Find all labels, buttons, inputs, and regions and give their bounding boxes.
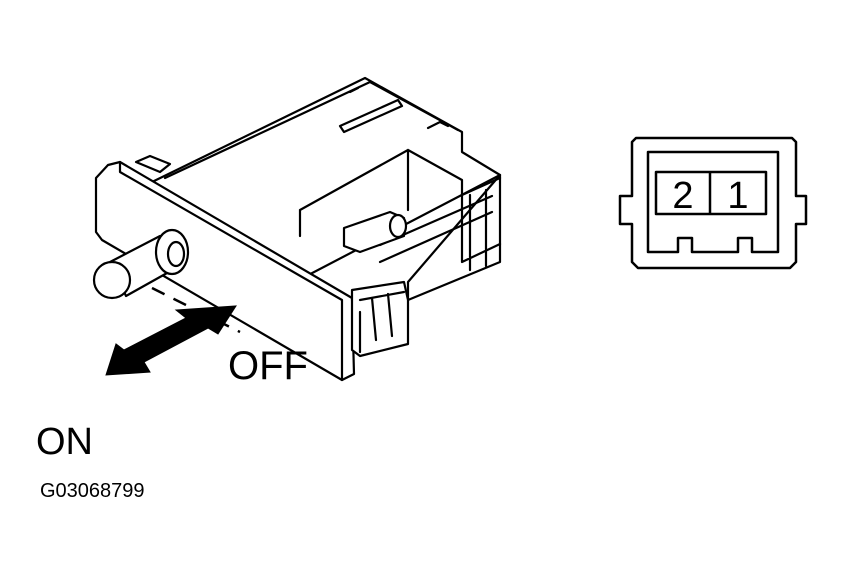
switch-top-ridge xyxy=(163,80,460,180)
switch-top-notch xyxy=(348,86,450,130)
switch-internal-rod xyxy=(342,210,406,254)
connector-front-view xyxy=(618,136,808,270)
plunger-tip xyxy=(92,260,132,300)
connector-inner-wall xyxy=(646,150,780,254)
door-switch xyxy=(92,76,502,382)
switch-top-slot xyxy=(338,98,404,134)
switch-side-clip xyxy=(350,280,410,358)
connector-pin-1: 1 xyxy=(727,175,748,217)
motion-indicator xyxy=(105,286,241,376)
connector-pin-2: 2 xyxy=(672,175,693,217)
on-label: ON xyxy=(36,421,93,463)
plunger-collar-inner xyxy=(166,240,186,268)
switch-rod-end xyxy=(388,213,408,239)
switch-clip-detail xyxy=(358,290,406,354)
double-arrow-icon xyxy=(105,305,237,376)
off-label: OFF xyxy=(228,344,308,388)
switch-flange-inner-edge xyxy=(118,160,344,382)
figure-code: G03068799 xyxy=(40,480,145,502)
switch-rear-frame xyxy=(298,148,502,272)
switch-top-tab xyxy=(134,154,172,174)
